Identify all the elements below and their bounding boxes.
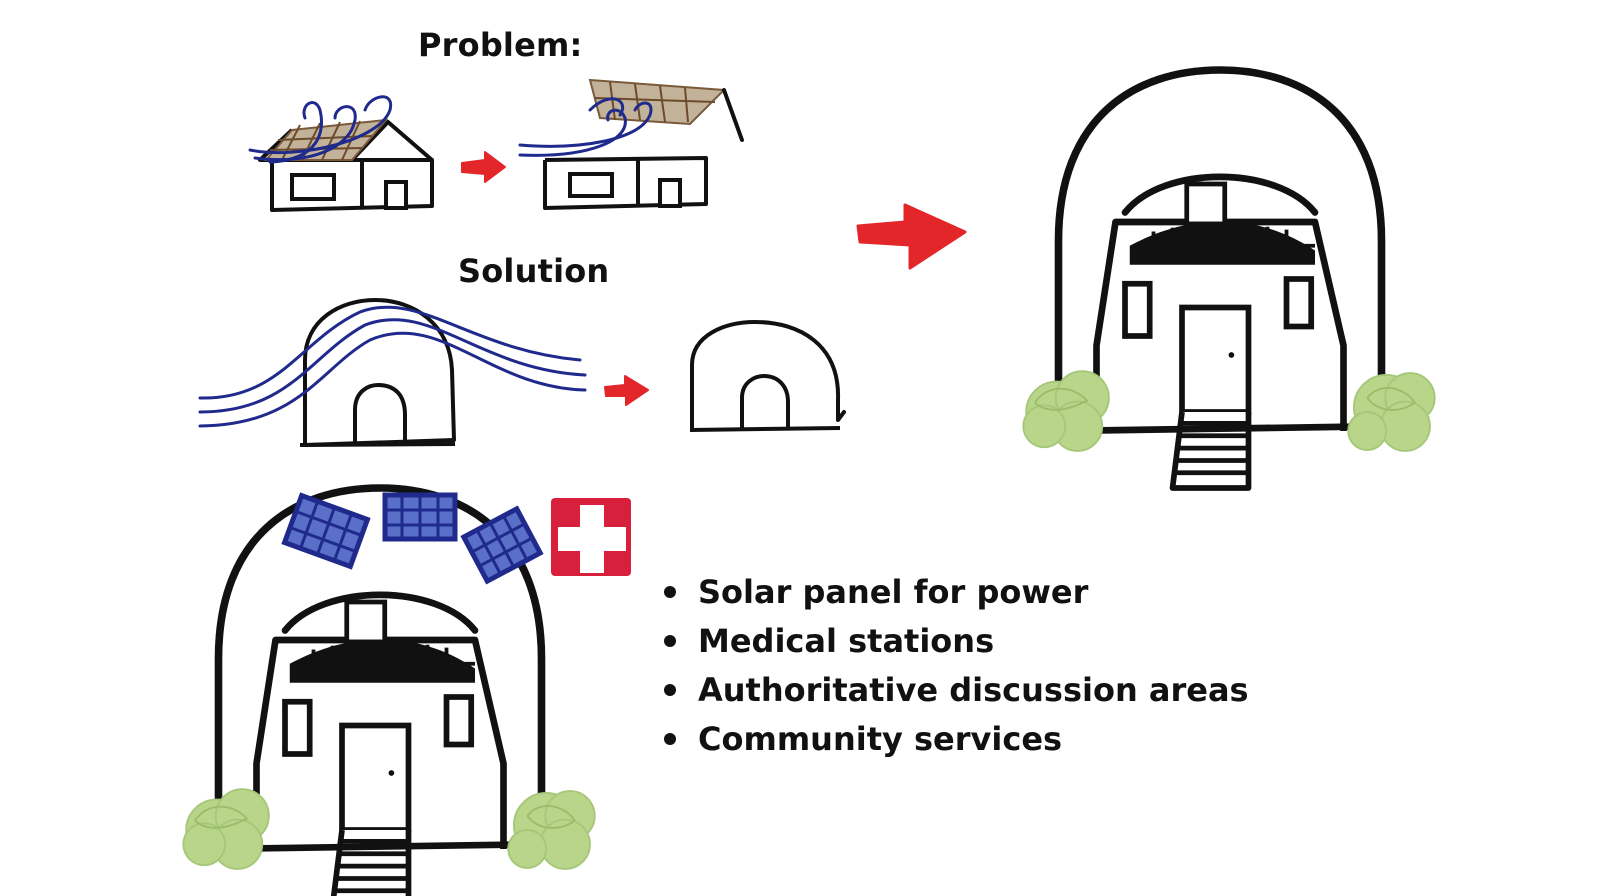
- arrow-icon: [461, 151, 506, 183]
- bullet-icon: [664, 733, 676, 745]
- feature-text: Community services: [698, 720, 1063, 758]
- dome-shelter-icon: [1023, 70, 1434, 488]
- list-item: Solar panel for power: [660, 572, 1249, 621]
- list-item: Authoritative discussion areas: [660, 670, 1249, 719]
- solar-panel-icon: [281, 492, 544, 585]
- list-item: Community services: [660, 719, 1249, 768]
- wind-icon: [248, 95, 393, 164]
- problem-heading: Problem:: [418, 26, 583, 64]
- arrow-icon: [604, 375, 649, 406]
- wind-icon: [518, 97, 653, 157]
- bullet-icon: [664, 586, 676, 598]
- medical-cross-icon: [551, 498, 631, 576]
- arrow-icon: [856, 203, 967, 270]
- solution-heading: Solution: [458, 252, 610, 290]
- feature-list: Solar panel for power Medical stations A…: [660, 572, 1249, 768]
- wind-icon: [198, 305, 587, 428]
- feature-text: Authoritative discussion areas: [698, 671, 1249, 709]
- dome-with-wind-icon: [299, 298, 456, 447]
- feature-text: Solar panel for power: [698, 573, 1089, 611]
- bullet-icon: [664, 635, 676, 647]
- dome-icon: [689, 320, 846, 432]
- list-item: Medical stations: [660, 621, 1249, 670]
- house-before-wind-icon: [258, 118, 434, 212]
- feature-text: Medical stations: [698, 622, 995, 660]
- bullet-icon: [664, 684, 676, 696]
